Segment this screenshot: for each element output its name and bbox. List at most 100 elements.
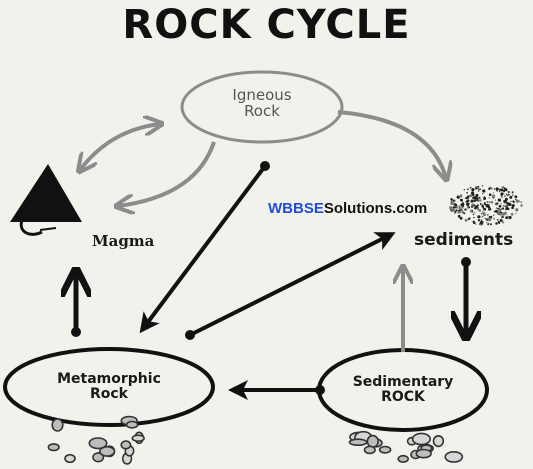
volcano-icon [10,164,82,236]
sediment-dot [493,214,495,216]
pebble [125,420,139,429]
sediment-dot [501,186,505,189]
sediment-dot [502,221,505,224]
sediment-dot [478,209,482,212]
sediment-dot [511,204,515,207]
sediment-dot [500,188,504,192]
sediment-dot [457,214,461,218]
arrow-magma-igneous-double [80,124,160,170]
igneous-rock-node [180,70,344,144]
sediments-label: sediments [414,230,514,250]
arrow-start-dot [315,385,325,395]
sedimentary-pebbles-icon [348,430,464,463]
sediment-dot [497,220,501,224]
sediment-dot [509,202,511,205]
sediment-dot [494,199,497,201]
sediment-dot [498,190,501,193]
sediment-dot [487,205,491,209]
pebble [92,452,105,463]
sediment-dot [466,188,469,191]
sediment-dot [500,192,504,196]
sediment-dot [466,191,468,194]
sediment-dot [480,213,483,215]
sediment-dot [453,203,456,206]
arrow-start-dot [185,330,195,340]
watermark-part2: Solutions [323,200,393,217]
sediment-dot [503,205,505,207]
sediment-dot [460,209,462,211]
sediment-dot [514,195,518,199]
pebble [411,432,432,446]
sediment-dot [486,200,489,204]
pebble [415,448,432,459]
pebble [120,440,132,450]
sediment-dot [472,220,475,223]
sediment-dot [470,199,474,203]
sediment-dot [488,215,491,218]
igneous-rock-label: Igneous Rock [232,86,292,120]
sediment-dot [518,200,521,203]
sediment-dot [473,211,476,214]
watermark-part3: .com [392,200,428,217]
sediment-dot [475,187,478,190]
sediment-dot [474,207,477,210]
sediment-dot [503,211,507,215]
sediment-dot [451,208,454,212]
arrow-metamorphic-to-sediments [189,232,396,337]
sediment-dot [452,199,455,202]
metamorphic-pebbles-icon [47,415,145,465]
sediment-dot [452,206,455,209]
sediment-dot [488,187,491,190]
pebble [88,437,108,450]
sediment-dot [501,207,505,210]
sediment-dot [466,202,470,206]
sediment-dot [490,223,492,226]
sediment-dot [487,223,489,226]
sediment-dot [505,193,508,196]
sediment-dot [495,207,498,209]
sediment-dot [481,204,484,206]
sediment-dot [483,207,487,211]
sediment-dot [456,195,460,199]
sediment-dot [486,213,489,216]
sediment-dot [458,206,462,209]
sediment-dot [491,194,496,198]
sediment-dot [483,202,487,206]
sediment-dot [486,203,489,206]
sediment-dot [504,199,507,203]
metamorphic-rock-label: Metamorphic Rock [57,371,161,402]
sediment-dot [477,190,480,192]
sediment-dot [496,202,499,205]
sediment-dot [455,209,458,212]
sediment-dot [487,217,491,221]
sediment-dot [464,218,468,222]
watermark: WBBSESolutions.com [268,200,427,217]
sediment-dot [449,206,453,210]
sediment-dot [492,192,495,194]
sediment-dot [511,206,514,210]
sediment-dot [500,217,503,219]
sediment-dot [462,211,464,214]
sediment-dot [463,212,466,215]
pebble [378,445,392,454]
sediment-dot [469,209,473,213]
sediment-dot [507,190,510,194]
sediment-dot [467,217,471,221]
sediment-dot [479,203,482,205]
sediment-dot [485,221,488,224]
sediment-dot [478,188,480,190]
sediment-dot [512,200,515,204]
sediment-dot [487,204,490,206]
sediment-dot [488,197,491,199]
sediment-dot [497,207,499,210]
sediment-dot [476,207,480,211]
sedimentary-rock-label: Sedimentary ROCK [352,374,454,405]
sediment-dot [511,191,514,194]
diagram-title: ROCK CYCLE [122,2,411,48]
sediment-dot [500,202,502,205]
sediment-dot [472,213,474,216]
sediment-dot [481,215,484,218]
sediment-dot [520,204,523,207]
sediment-dot [498,208,502,212]
sediment-dot [504,188,508,192]
